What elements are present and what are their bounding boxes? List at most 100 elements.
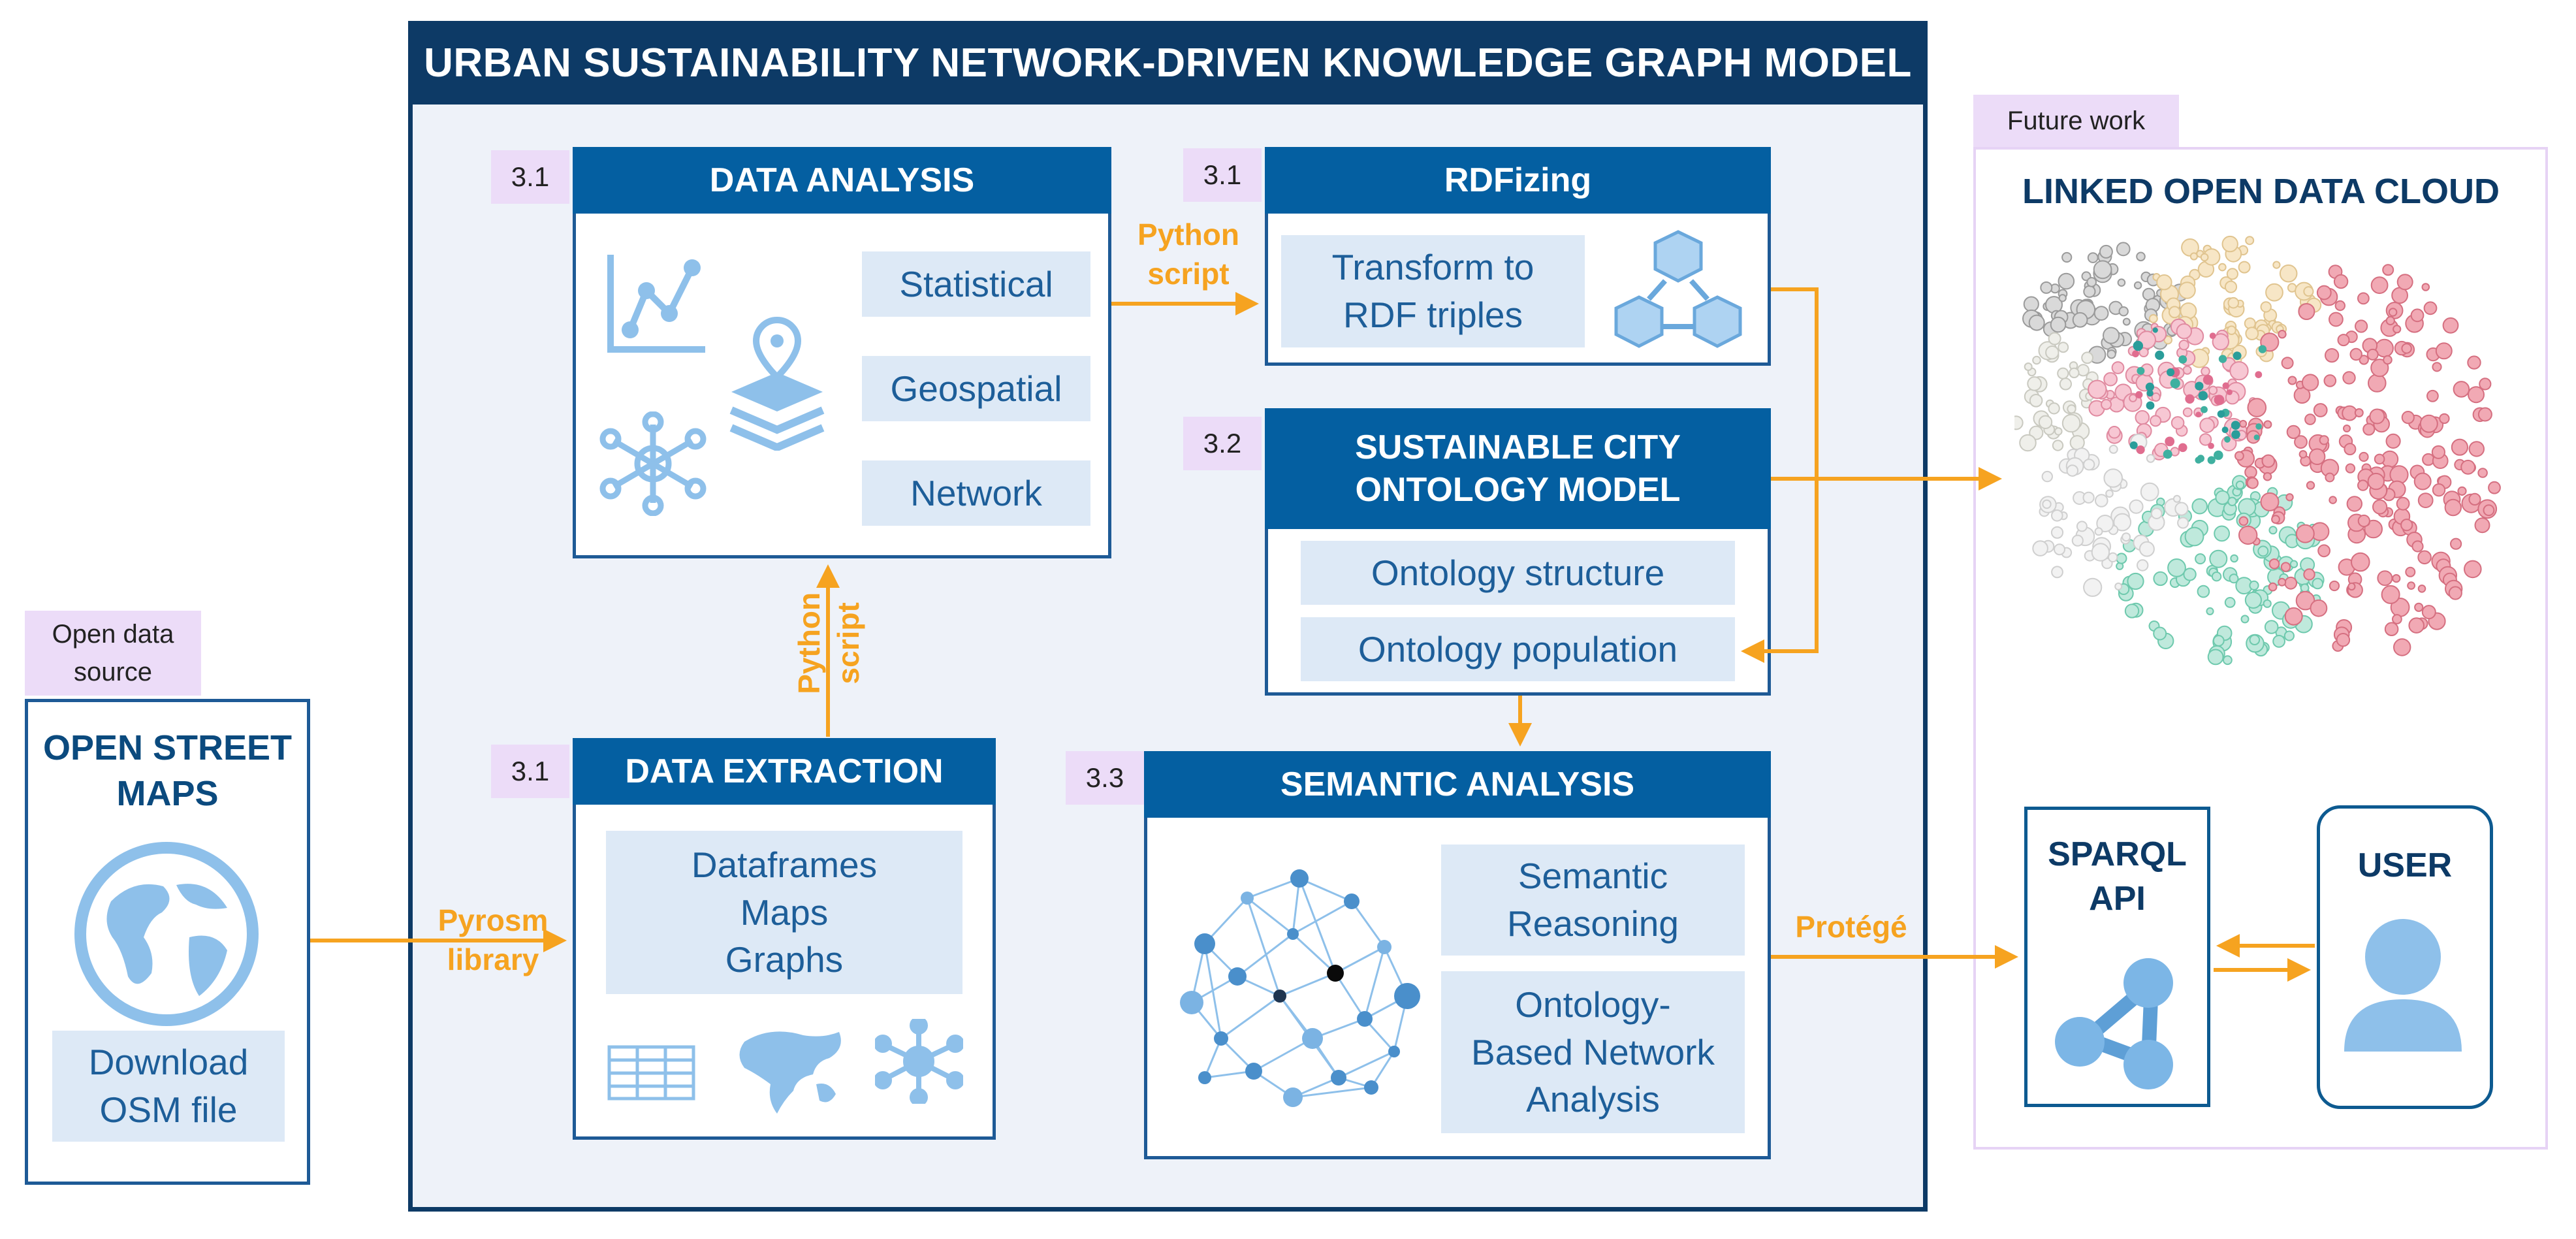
lod-dataset-node: [2357, 292, 2370, 305]
lod-dataset-node: [2227, 297, 2240, 309]
lod-dataset-node: [2325, 472, 2335, 483]
ontology-population-chip: Ontology population: [1301, 617, 1735, 681]
lod-dataset-node: [2209, 332, 2216, 339]
lod-dataset-node: [2432, 483, 2446, 497]
lod-dataset-node: [2295, 524, 2315, 543]
network-edge: [1246, 897, 1281, 997]
lod-dataset-node: [2413, 472, 2432, 491]
lod-dataset-node: [2396, 496, 2410, 511]
lod-dataset-node: [2182, 407, 2193, 417]
lod-dataset-node: [2088, 379, 2107, 399]
lod-dataset-node: [2272, 261, 2281, 269]
lod-dataset-node: [2457, 486, 2467, 496]
lod-dataset-node: [2308, 448, 2326, 466]
lod-dataset-node: [2221, 426, 2229, 434]
lod-dataset-node: [2177, 517, 2189, 529]
lod-dataset-node: [2218, 355, 2227, 363]
lod-dataset-node: [2377, 570, 2393, 587]
lod-dataset-node: [2199, 433, 2212, 446]
lod-dataset-node: [2426, 389, 2439, 402]
lod-dataset-node: [2342, 371, 2356, 385]
lod-dataset-node: [2255, 423, 2262, 430]
lod-dataset-node: [2066, 464, 2079, 477]
network-edge: [1335, 946, 1385, 974]
lod-dataset-node: [2329, 580, 2340, 592]
lod-dataset-node: [2214, 450, 2223, 460]
lod-dataset-node: [2467, 355, 2481, 370]
python-script-label-horizontal: Python script: [1137, 217, 1239, 291]
lod-dataset-node: [2032, 540, 2048, 556]
lod-dataset-node: [2483, 504, 2495, 517]
lod-dataset-node: [2041, 470, 2053, 483]
python-script-label-vertical: Python script: [792, 592, 865, 694]
lod-dataset-node: [2285, 493, 2294, 502]
lod-dataset-node: [2061, 413, 2081, 433]
section-tag-rdfizing: 3.1: [1183, 148, 1262, 202]
lod-dataset-node: [2048, 332, 2061, 346]
lod-dataset-node: [2195, 381, 2204, 391]
lod-dataset-node: [2401, 411, 2415, 425]
lod-dataset-node: [2298, 303, 2315, 320]
lod-dataset-node: [2050, 526, 2064, 539]
network-edge: [1350, 901, 1386, 948]
lod-dataset-node: [2178, 282, 2196, 299]
lod-dataset-node: [2217, 410, 2225, 418]
lod-dataset-node: [2303, 286, 2314, 297]
lod-dataset-node: [2103, 327, 2120, 344]
future-work-tag: Future work: [1973, 95, 2179, 147]
semantic-reasoning-chip: Semantic Reasoning: [1441, 845, 1745, 956]
lod-dataset-node: [2383, 355, 2393, 365]
network-node: [1377, 940, 1391, 954]
lod-dataset-node: [2133, 281, 2142, 290]
network-edge: [1279, 972, 1336, 997]
network-node: [1388, 1046, 1400, 1057]
lod-dataset-node: [2284, 607, 2303, 626]
open-street-maps-title: OPEN STREET MAPS: [42, 728, 293, 814]
lod-dataset-node: [2214, 394, 2225, 406]
lod-dataset-node: [2038, 415, 2053, 429]
statistical-chip: Statistical: [862, 251, 1090, 317]
lod-dataset-node: [2145, 382, 2154, 391]
lod-dataset-node: [2336, 633, 2351, 647]
rdf-cubes-icon: [1613, 229, 1743, 353]
lod-dataset-node: [2082, 491, 2095, 504]
lod-dataset-node: [2286, 425, 2301, 440]
lod-dataset-node: [2208, 442, 2214, 449]
lod-dataset-node: [2442, 317, 2459, 334]
lod-dataset-node: [2027, 376, 2042, 391]
lod-dataset-node: [2359, 451, 2369, 462]
lod-dataset-node: [2199, 417, 2215, 434]
lod-dataset-node: [2051, 509, 2063, 522]
lod-dataset-node: [2148, 314, 2158, 323]
lod-dataset-node: [2279, 264, 2298, 283]
lod-dataset-node: [2345, 463, 2356, 474]
lod-dataset-node: [2249, 634, 2261, 646]
lod-dataset-node: [2411, 540, 2424, 553]
lod-dataset-node: [2263, 599, 2272, 608]
lod-dataset-node: [2301, 374, 2319, 391]
lod-dataset-node: [2238, 525, 2258, 545]
lod-dataset-node: [2265, 283, 2283, 302]
lod-dataset-node: [2385, 433, 2401, 449]
lod-dataset-node: [2163, 449, 2172, 459]
network-node: [1394, 983, 1420, 1009]
lod-dataset-node: [2245, 327, 2259, 341]
lod-dataset-node: [2355, 319, 2368, 333]
network-node: [1287, 928, 1299, 940]
lod-dataset-node: [2172, 494, 2181, 503]
ontology-structure-chip: Ontology structure: [1301, 541, 1735, 605]
lod-dataset-node: [2206, 607, 2214, 616]
lod-dataset-node: [2207, 649, 2224, 666]
lod-dataset-node: [2253, 434, 2260, 440]
lod-dataset-node: [2453, 381, 2470, 398]
lod-dataset-node: [2122, 317, 2131, 326]
lod-dataset-node: [2227, 325, 2236, 335]
network-edge: [1292, 1086, 1372, 1099]
lod-dataset-node: [2294, 435, 2308, 449]
lod-dataset-node: [2226, 268, 2238, 280]
lod-dataset-node: [2136, 445, 2145, 455]
lod-dataset-node: [2061, 251, 2073, 263]
lod-dataset-node: [2435, 342, 2453, 360]
line-chart-icon: [604, 251, 708, 356]
